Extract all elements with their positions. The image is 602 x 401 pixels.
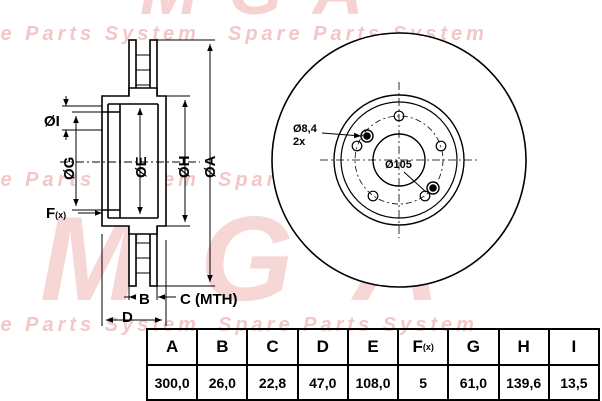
value-e: 108,0 bbox=[346, 364, 400, 401]
watermark-brand-top: MGA bbox=[140, 0, 393, 29]
value-f: 5 bbox=[397, 364, 450, 401]
col-header-a: A bbox=[145, 328, 199, 366]
pcd-leader bbox=[403, 171, 427, 193]
col-header-h: H bbox=[497, 328, 550, 366]
label-dim-c: C (MTH) bbox=[180, 291, 237, 308]
label-dim-h: ØH bbox=[176, 156, 193, 179]
label-hole-diameter: Ø8,4 bbox=[293, 123, 318, 135]
value-d: 47,0 bbox=[296, 364, 349, 401]
col-header-b: B bbox=[196, 328, 249, 366]
value-g: 61,0 bbox=[447, 364, 500, 401]
stud-hole bbox=[435, 140, 447, 152]
label-dim-e: ØE bbox=[133, 156, 150, 178]
table-header-row: A B C D E F(x) G H I bbox=[145, 328, 601, 366]
stud-hole bbox=[367, 190, 379, 202]
label-dim-f-letter: F bbox=[46, 205, 55, 222]
watermark-tagline-left-top: Spare Parts System bbox=[0, 23, 200, 45]
col-header-d: D bbox=[296, 328, 349, 366]
label-dim-d: D bbox=[122, 309, 133, 326]
col-header-c: C bbox=[246, 328, 299, 366]
label-dim-g: ØG bbox=[61, 157, 78, 180]
label-dim-f: F(x) bbox=[46, 205, 66, 222]
table-value-row: 300,0 26,0 22,8 47,0 108,0 5 61,0 139,6 … bbox=[145, 364, 601, 401]
disc-outer-edge bbox=[271, 32, 527, 288]
friction-ring-inner-bottom bbox=[149, 226, 158, 287]
label-dim-a: ØA bbox=[202, 155, 219, 178]
stud-hole bbox=[351, 140, 363, 152]
col-header-g: G bbox=[447, 328, 500, 366]
col-header-f-letter: F bbox=[412, 337, 423, 356]
col-header-f-sub: (x) bbox=[422, 342, 434, 352]
side-dimensions bbox=[62, 39, 215, 326]
label-pcd: Ø105 bbox=[385, 159, 412, 171]
label-hole-count: 2x bbox=[293, 136, 306, 148]
value-c: 22,8 bbox=[246, 364, 299, 401]
disc-front-view bbox=[271, 32, 527, 288]
hole-leader bbox=[321, 132, 362, 139]
disc-side-view bbox=[60, 39, 200, 287]
locating-hole-bottom bbox=[426, 181, 440, 195]
col-header-i: I bbox=[547, 328, 601, 366]
label-dim-i: ØI bbox=[44, 113, 60, 130]
friction-ring-outer-bottom bbox=[128, 226, 137, 287]
label-dim-b: B bbox=[139, 291, 150, 308]
value-i: 13,5 bbox=[547, 364, 601, 401]
stud-hole bbox=[393, 110, 405, 122]
hub-inner-wall bbox=[107, 103, 159, 219]
dimension-table: A B C D E F(x) G H I 300,0 26,0 22,8 47,… bbox=[145, 328, 601, 401]
value-b: 26,0 bbox=[196, 364, 249, 401]
col-header-e: E bbox=[346, 328, 400, 366]
value-a: 300,0 bbox=[145, 364, 199, 401]
label-dim-f-sub: (x) bbox=[55, 210, 66, 220]
vent-vanes bbox=[136, 54, 150, 274]
watermark-tagline-left-mid: Spare Parts System bbox=[0, 169, 200, 191]
value-h: 139,6 bbox=[497, 364, 550, 401]
front-annotations bbox=[321, 132, 427, 193]
col-header-f: F(x) bbox=[397, 328, 450, 366]
